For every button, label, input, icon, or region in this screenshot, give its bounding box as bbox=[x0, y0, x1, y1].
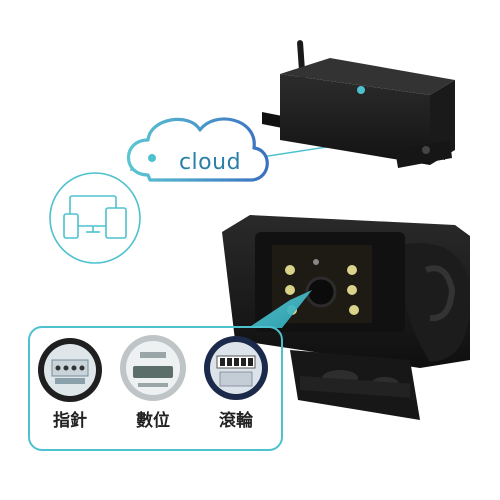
cloud-label: cloud bbox=[178, 150, 242, 175]
digital-meter bbox=[120, 335, 186, 401]
cloud-dot bbox=[148, 154, 156, 162]
multi-device-icon bbox=[49, 172, 141, 264]
beam-connector bbox=[248, 290, 312, 328]
meter-label-digital: 數位 bbox=[136, 411, 170, 431]
gateway-dot bbox=[357, 86, 365, 94]
roller-counter-meter bbox=[204, 336, 268, 400]
meter-label-roller: 滾輪 bbox=[219, 411, 253, 431]
meter-label-analog: 指針 bbox=[53, 411, 87, 431]
analog-dial-meter bbox=[38, 338, 102, 402]
cloud-icon bbox=[126, 117, 269, 182]
gateway-device bbox=[262, 40, 455, 168]
meters-panel bbox=[28, 326, 283, 451]
